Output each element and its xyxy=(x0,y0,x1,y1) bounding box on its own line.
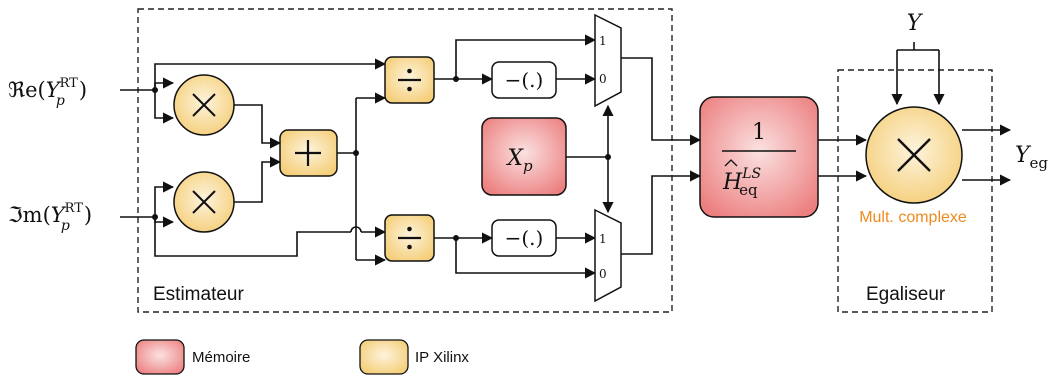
wires-div-bot-out xyxy=(434,232,597,279)
wire-mux-bot-out xyxy=(621,170,702,255)
wires-div-top-out xyxy=(434,34,597,85)
equalizer-box xyxy=(837,69,993,313)
junction-dots xyxy=(152,76,611,241)
svg-text:Mémoire: Mémoire xyxy=(192,349,250,366)
svg-text:Xp: Xp xyxy=(505,146,533,175)
mult-complex-label: Mult. complexe xyxy=(859,209,967,226)
divider-bottom xyxy=(384,214,435,262)
wires-select xyxy=(566,104,614,214)
output-label: Yeg xyxy=(1015,143,1048,172)
svg-text:−(.): −(.) xyxy=(505,68,544,92)
svg-text:−(.): −(.) xyxy=(505,226,544,250)
svg-text:0: 0 xyxy=(599,72,607,86)
svg-text:1: 1 xyxy=(752,120,766,145)
divider-top xyxy=(384,56,435,104)
legend-ip: IP Xilinx xyxy=(359,339,469,375)
negate-bottom: −(.) xyxy=(491,219,557,257)
wires-imag xyxy=(120,181,387,257)
wires-adder-out xyxy=(337,92,387,266)
memory-xp-block: Xp xyxy=(481,117,567,196)
multiplier-real xyxy=(173,74,235,136)
top-input-label: Y xyxy=(907,11,924,36)
wire-mult1-to-adder xyxy=(234,104,282,149)
estimator-label: Estimateur xyxy=(153,284,244,305)
legend-memory: Mémoire xyxy=(135,339,250,375)
equalizer-label: Egaliseur xyxy=(866,284,946,305)
multiplier-imag xyxy=(173,171,235,233)
mux-bottom: 1 0 xyxy=(594,208,622,303)
complex-multiplier xyxy=(865,106,963,204)
wire-mult2-to-adder xyxy=(234,156,282,203)
estimator-box xyxy=(137,8,673,313)
wire-mux-top-out xyxy=(621,57,702,146)
mux-top: 1 0 xyxy=(594,13,622,108)
negate-top: −(.) xyxy=(491,61,557,99)
svg-text:1: 1 xyxy=(599,34,607,48)
adder-block xyxy=(279,129,338,177)
svg-text:IP Xilinx: IP Xilinx xyxy=(415,349,469,366)
svg-text:1: 1 xyxy=(599,232,607,246)
svg-text:0: 0 xyxy=(599,267,607,281)
wires-real xyxy=(120,58,387,124)
